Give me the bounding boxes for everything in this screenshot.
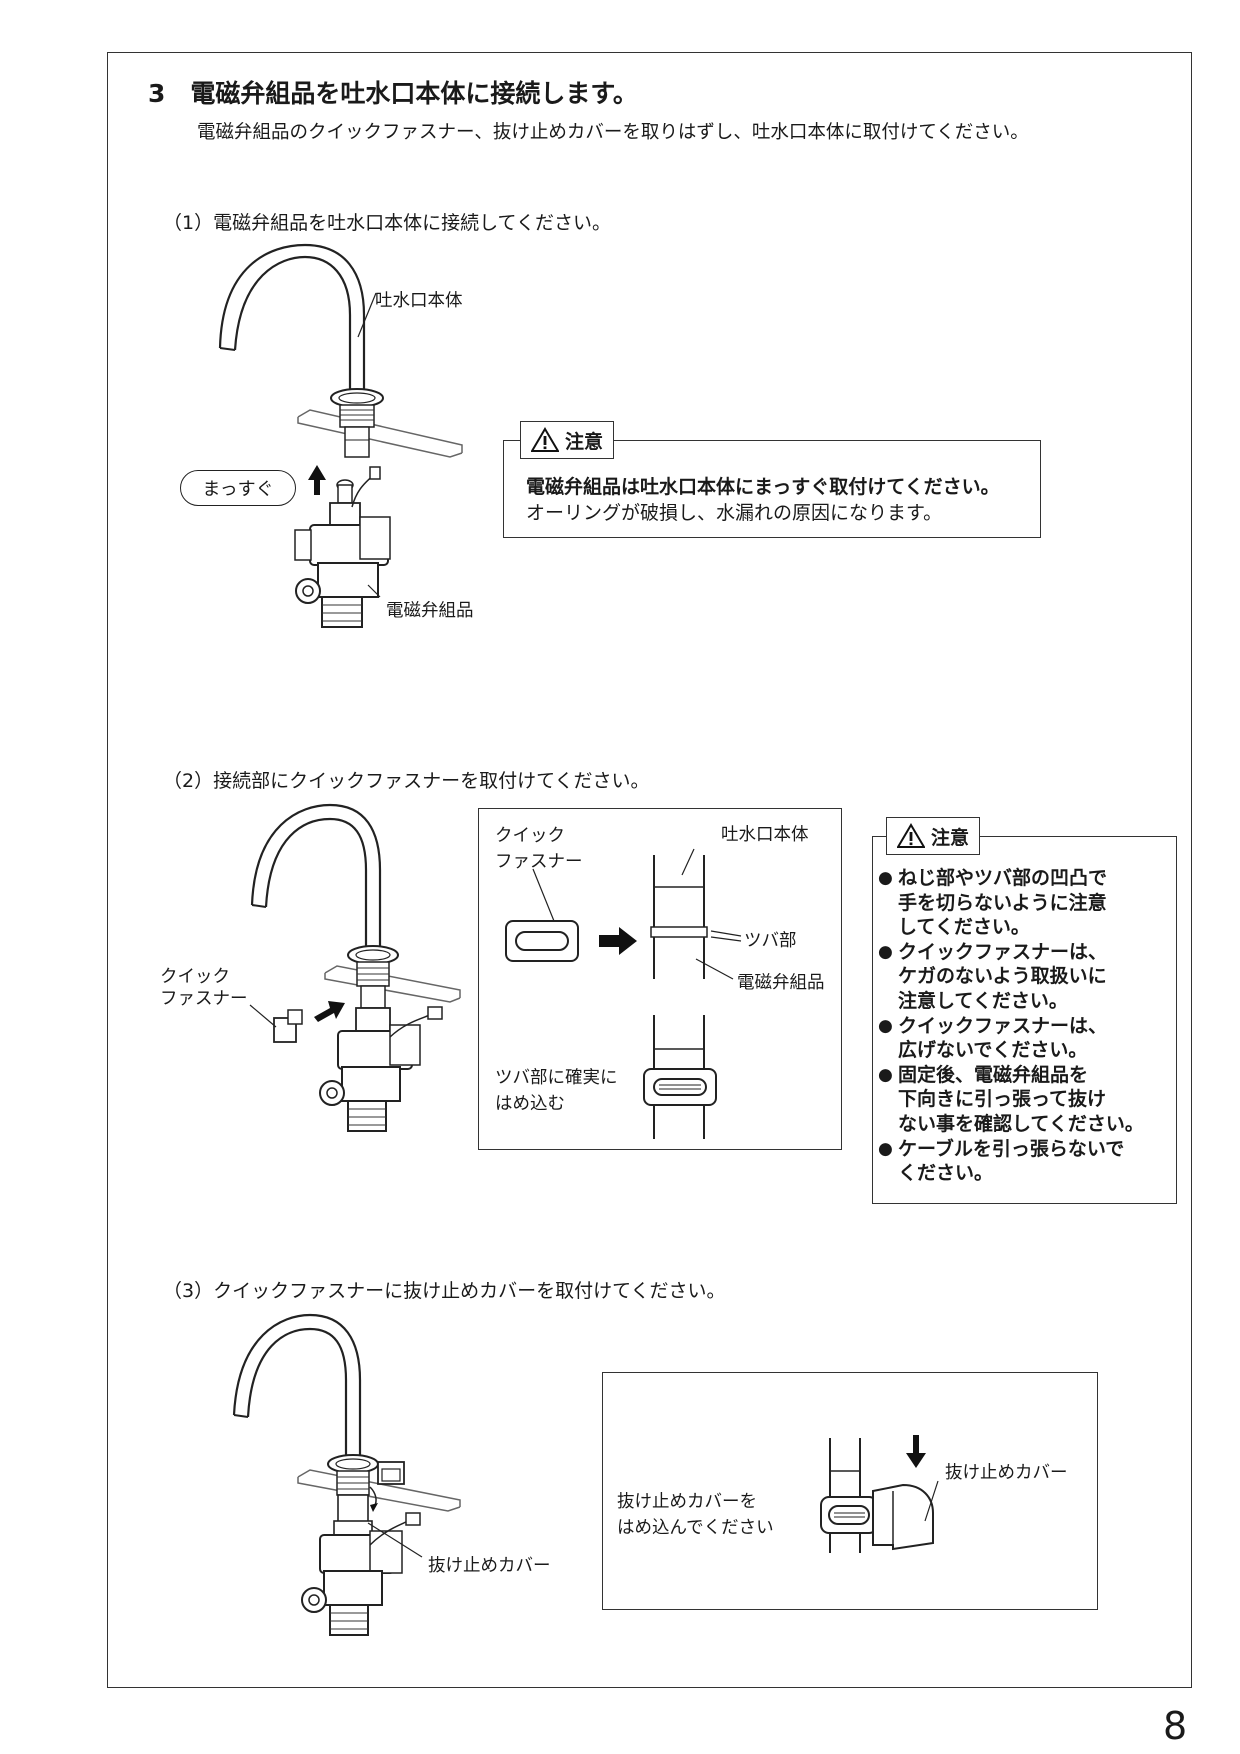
step2-detail-diagram [505,848,742,1139]
step2-caution-tag-label: 注意 [931,826,970,849]
bullet-dot-icon: ● [878,1138,893,1159]
bullet-dot-icon: ● [878,868,893,888]
step1-caution-tag-label: 注意 [565,430,604,453]
step1-label-valve: 電磁弁組品 [386,601,474,621]
page-frame [107,52,1192,1688]
step1-caution-box: 電磁弁組品は吐水口本体にまっすぐ取付けてください。 オーリングが破損し、水漏れの… [503,440,1041,538]
step2-detail-panel: クイック ファスナー 吐水口本体 ツバ部 電磁弁組品 ツバ部に確実に はめ込む [478,808,842,1150]
step2-caution-box [872,836,1177,1204]
panel3-label-cover: 抜け止めカバー [945,1463,1068,1483]
step3-detail-diagram [820,1435,939,1553]
step2-label-fastener: クイック ファスナー [160,967,248,1009]
step3-faucet-illustration [232,1313,461,1636]
bullet-dot-icon: ● [878,1015,893,1036]
bullet-dot-icon: ● [878,1064,893,1085]
step1-caution-tag: 注意 [520,421,615,459]
step1-caution-line1: 電磁弁組品は吐水口本体にまっすぐ取付けてください。 [526,476,1000,498]
caution-item: ●クイックファスナーは、 広げないでください。 [878,1014,1108,1062]
page-number: 8 [1163,1704,1188,1748]
warning-triangle-icon [897,823,925,848]
section-title: 3 電磁弁組品を吐水口本体に接続します。 [148,79,638,108]
step1-faucet-illustration [218,243,463,628]
step1-caution-line2: オーリングが破損し、水漏れの原因になります。 [526,502,943,524]
caution-item: ●ねじ部やツバ部の凹凸で 手を切らないように注意 してください。 [878,867,1108,939]
step2-heading: （2）接続部にクイックファスナーを取付けてください。 [163,770,650,792]
panel2-label-valve: 電磁弁組品 [737,973,825,993]
arrow-down-icon [906,1435,926,1468]
step3-label-cover: 抜け止めカバー [428,1556,551,1576]
step2-caution-tag: 注意 [886,817,981,855]
panel2-label-spout: 吐水口本体 [721,825,809,845]
caution-item: ●クイックファスナーは、 ケガのないよう取扱いに 注意してください。 [878,940,1108,1012]
panel2-label-fit: ツバ部に確実に はめ込む [495,1068,618,1114]
step2-faucet-illustration [249,803,461,1132]
panel2-label-flange: ツバ部 [744,931,797,951]
step2-caution-list: ●ねじ部やツバ部の凹凸で 手を切らないように注意 してください。 ●クイックファ… [878,866,1144,1186]
section-lead: 電磁弁組品のクイックファスナー、抜け止めカバーを取りはずし、吐水口本体に取付けて… [197,122,1029,143]
arrow-right-icon [599,927,637,955]
straight-label: まっすぐ [180,470,296,506]
step3-detail-panel: 抜け止めカバーを はめ込んでください 抜け止めカバー [602,1372,1098,1610]
step3-heading: （3）クイックファスナーに抜け止めカバーを取付けてください。 [163,1280,726,1302]
step1-label-spout: 吐水口本体 [375,291,463,311]
warning-triangle-icon [531,427,559,452]
caution-item: ●固定後、電磁弁組品を 下向きに引っ張って抜け ない事を確認してください。 [878,1063,1144,1135]
bullet-dot-icon: ● [878,941,893,962]
panel2-label-fastener: クイック ファスナー [495,826,583,872]
arrow-right-icon [314,1001,345,1022]
caution-item: ●ケーブルを引っ張らないで ください。 [878,1137,1125,1185]
step1-heading: （1）電磁弁組品を吐水口本体に接続してください。 [163,212,611,234]
arrow-up-icon [308,465,326,495]
panel3-instruction: 抜け止めカバーを はめ込んでください [617,1492,774,1538]
